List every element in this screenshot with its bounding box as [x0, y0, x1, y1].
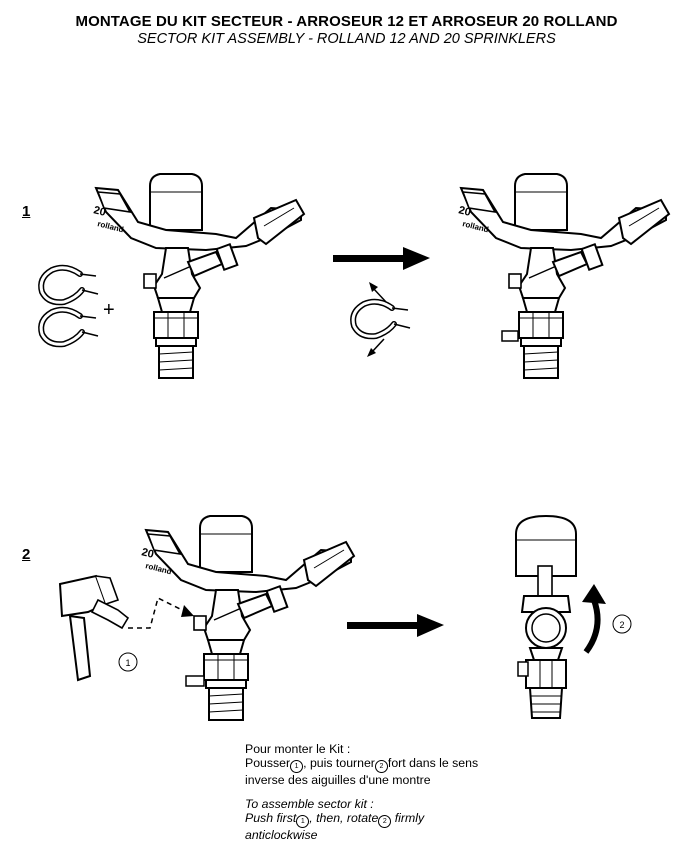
curved-arrow-icon [353, 282, 410, 357]
step-1-label: 1 [22, 203, 31, 220]
callout-1: 1 [118, 652, 138, 672]
callout-2: 2 [612, 614, 632, 634]
instr-fr-line1: Pour monter le Kit : [245, 742, 351, 756]
title-french: MONTAGE DU KIT SECTEUR - ARROSEUR 12 ET … [75, 13, 618, 30]
arrow-right-icon [347, 614, 444, 637]
instr-en-line3: anticlockwise [245, 828, 318, 842]
instr-fr-line3: inverse des aiguilles d'une montre [245, 773, 431, 787]
dashed-arrow-icon [128, 596, 194, 629]
instr-en-line1: To assemble sector kit : [245, 797, 374, 811]
svg-text:1: 1 [125, 658, 130, 668]
badge-number: 20 [457, 204, 472, 219]
sprinkler-step1-after [460, 173, 670, 379]
sector-kit-piece [58, 574, 130, 682]
plus-sign: + [103, 299, 115, 321]
title-english: SECTOR KIT ASSEMBLY - ROLLAND 12 AND 20 … [137, 31, 556, 47]
circled-1: 1 [296, 815, 310, 828]
badge-number: 20 [92, 204, 107, 219]
circled-1: 1 [290, 760, 304, 773]
curved-arrow-icon [582, 584, 606, 654]
arrow-right-icon [333, 247, 430, 270]
svg-text:2: 2 [619, 620, 624, 630]
clip-icon [41, 310, 98, 345]
circled-2: 2 [374, 760, 388, 773]
sprinkler-side-view [515, 514, 577, 719]
circled-2: 2 [378, 815, 392, 828]
sprinkler-step2 [145, 515, 355, 721]
clip-icon [41, 268, 98, 303]
step-2-label: 2 [22, 546, 31, 563]
sprinkler-step1-before [95, 173, 305, 379]
badge-number: 20 [140, 546, 155, 561]
